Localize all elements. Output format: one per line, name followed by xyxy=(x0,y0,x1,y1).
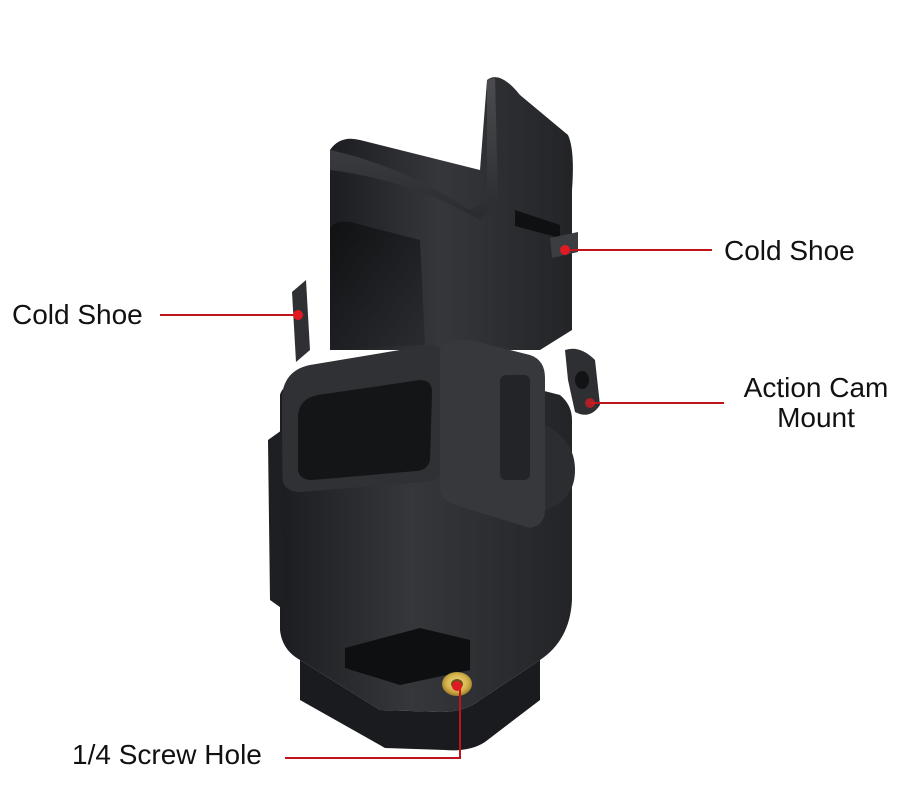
callout-label-cold-shoe-left: Cold Shoe xyxy=(12,299,143,330)
callout-dot-action-cam-mount xyxy=(585,398,595,408)
callout-label-screw-hole: 1/4 Screw Hole xyxy=(72,739,262,770)
callout-label-cold-shoe-right: Cold Shoe xyxy=(724,235,855,266)
hinge-barrel xyxy=(500,375,530,480)
cage-top-rim xyxy=(330,78,498,220)
action-cam-mount-hole xyxy=(575,371,589,389)
bottom-slot xyxy=(345,628,470,685)
right-cold-shoe-lip xyxy=(550,232,578,258)
front-window-opening xyxy=(298,380,432,480)
left-cold-shoe-edge xyxy=(292,280,310,362)
callout-dot-screw-hole xyxy=(452,681,462,691)
callout-label-action-cam-mount: Action Cam Mount xyxy=(736,373,896,433)
left-side-edge xyxy=(268,430,284,610)
callout-dot-cold-shoe-right xyxy=(560,245,570,255)
latch-knob xyxy=(545,425,575,510)
callout-dot-cold-shoe-left xyxy=(293,310,303,320)
callout-label-action-cam-line1: Action Cam xyxy=(743,372,889,403)
cage-inner-cavity xyxy=(330,221,425,350)
right-cold-shoe-slot xyxy=(515,210,560,238)
callout-label-action-cam-line2: Mount xyxy=(777,402,855,433)
cage-bottom-base xyxy=(300,660,540,751)
